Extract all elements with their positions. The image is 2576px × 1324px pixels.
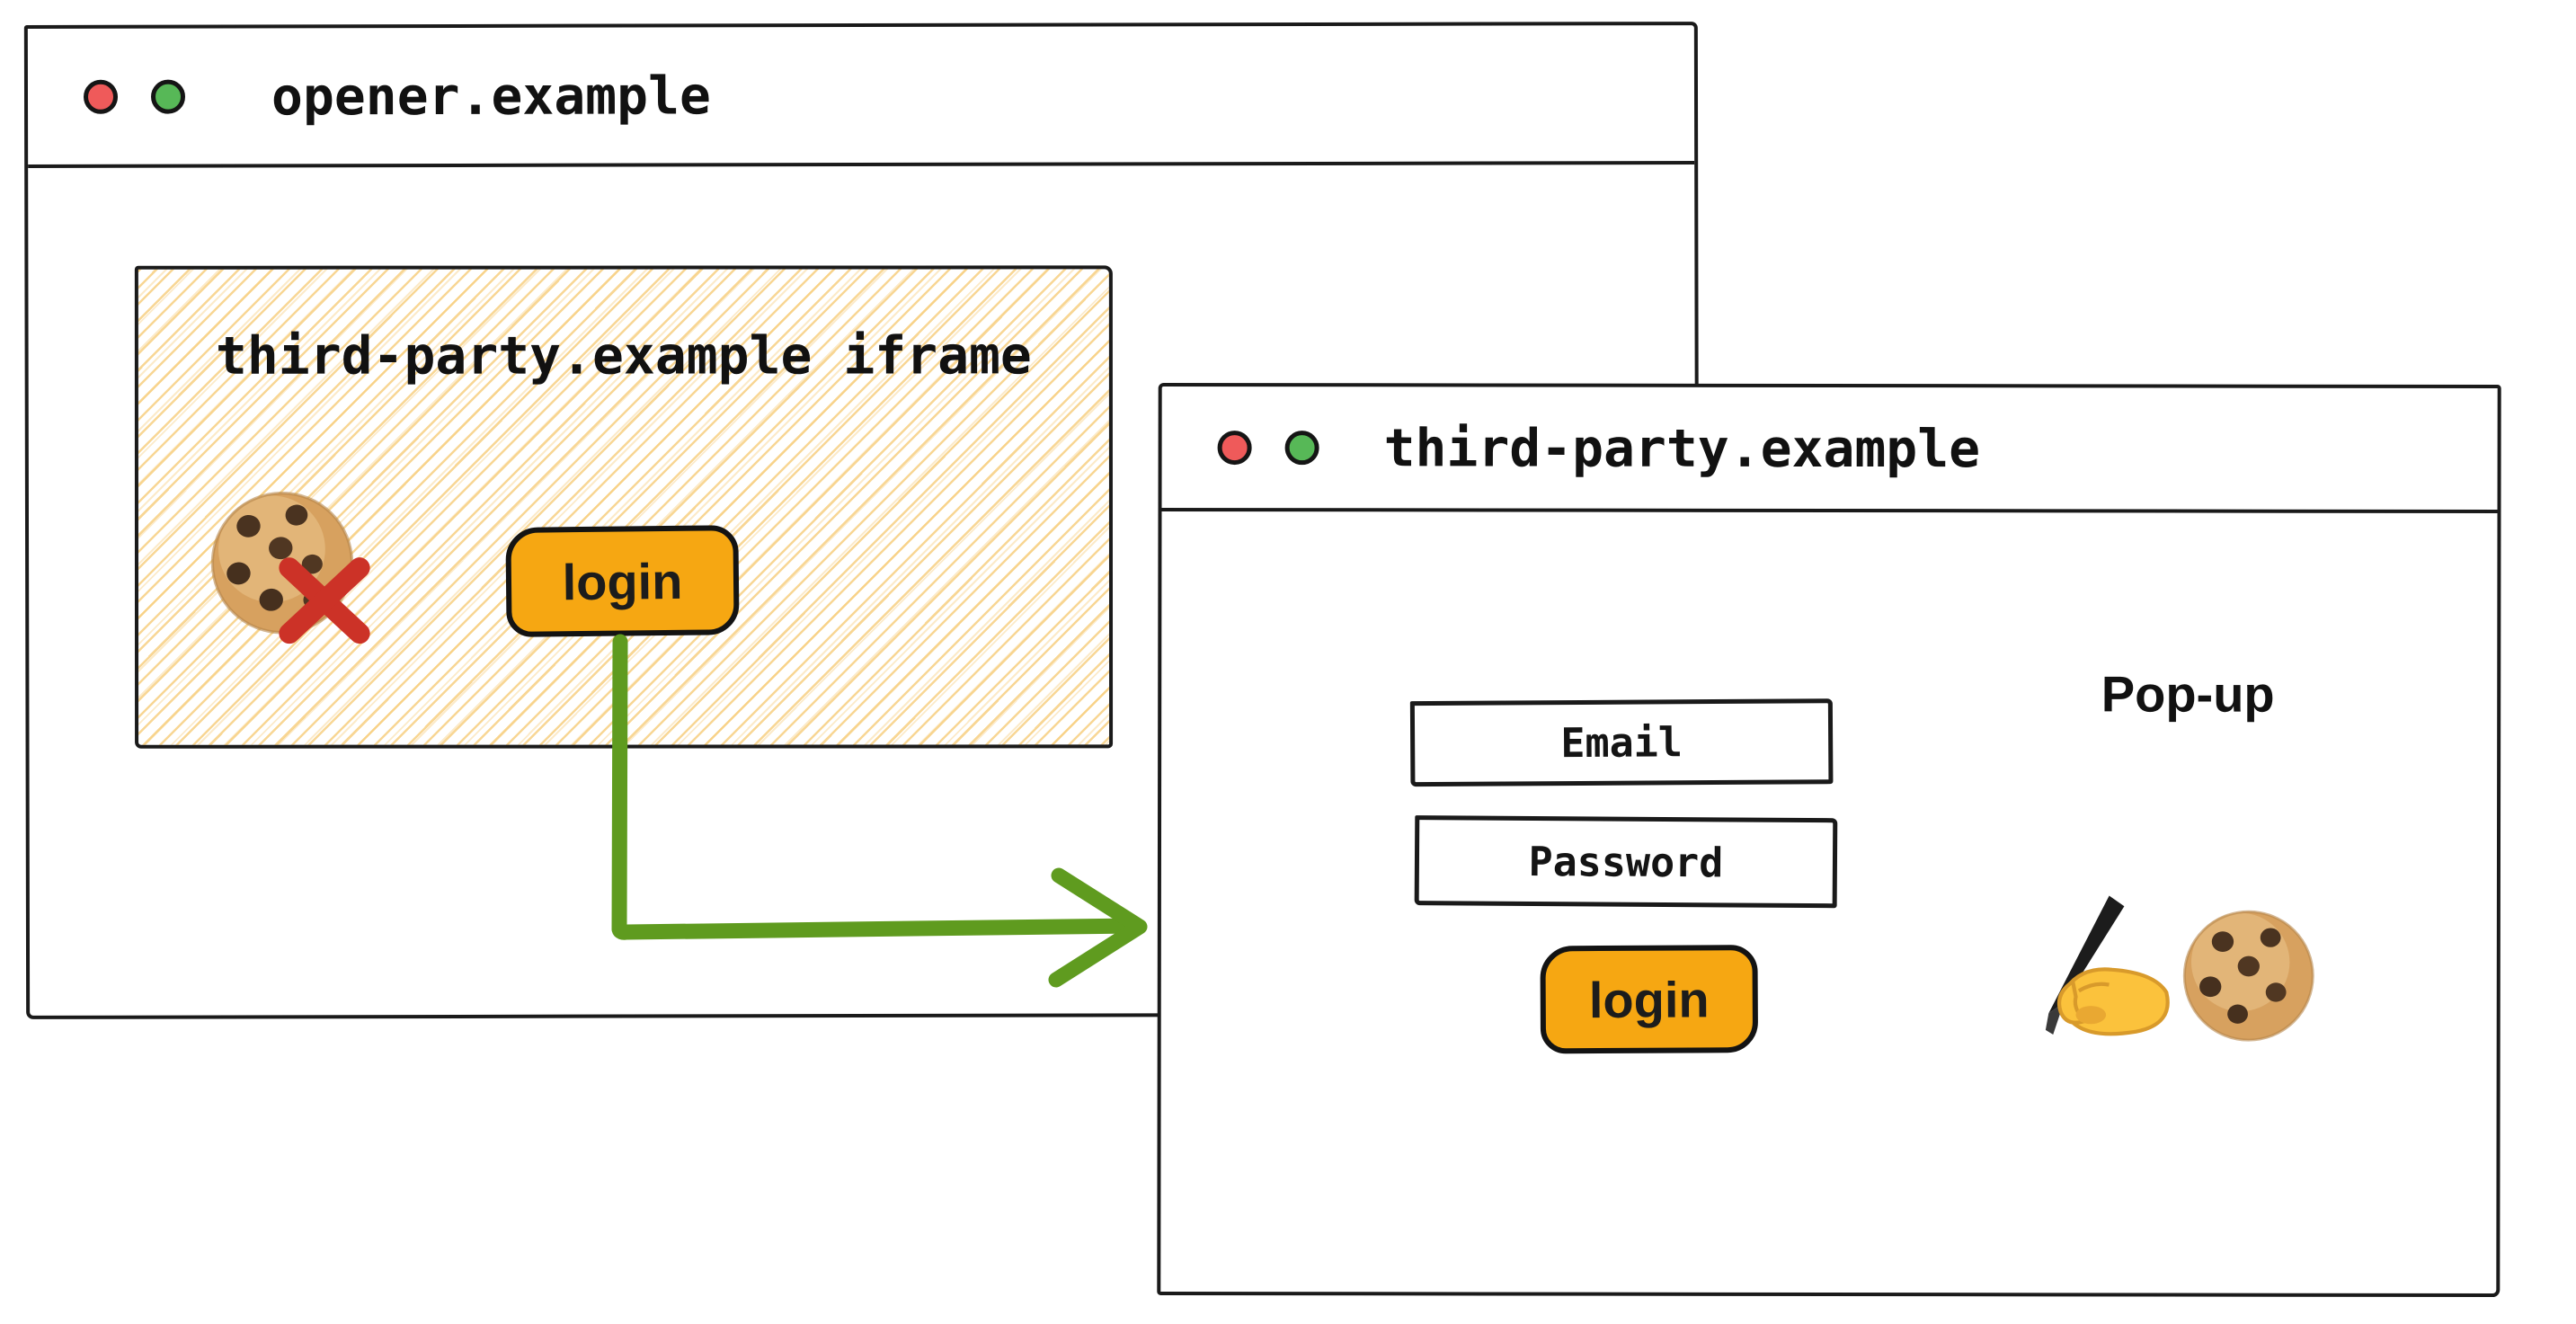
- cookie-icon: [2180, 908, 2318, 1044]
- blocked-cross-icon: [271, 550, 378, 651]
- iframe-login-button[interactable]: login: [505, 525, 740, 637]
- maximize-button-icon[interactable]: [150, 79, 186, 114]
- writing-hand-icon: [2028, 891, 2179, 1042]
- opener-window: opener.example third-party.example ifram…: [23, 22, 1701, 1019]
- popup-window-title: third-party.example: [1383, 416, 1981, 479]
- third-party-iframe: third-party.example iframe login: [134, 265, 1114, 749]
- close-button-icon[interactable]: [83, 79, 119, 114]
- close-button-icon[interactable]: [1217, 430, 1252, 465]
- iframe-title: third-party.example iframe: [215, 324, 1032, 387]
- popup-login-button[interactable]: login: [1540, 945, 1759, 1054]
- opener-window-title: opener.example: [271, 64, 711, 127]
- popup-titlebar: third-party.example: [1161, 386, 2498, 514]
- maximize-button-icon[interactable]: [1284, 430, 1319, 465]
- popup-window: third-party.example Email Password login…: [1157, 382, 2501, 1298]
- opener-titlebar: opener.example: [27, 25, 1695, 168]
- email-input[interactable]: Email: [1409, 698, 1834, 787]
- password-input[interactable]: Password: [1414, 815, 1838, 909]
- popup-label: Pop-up: [2101, 665, 2275, 723]
